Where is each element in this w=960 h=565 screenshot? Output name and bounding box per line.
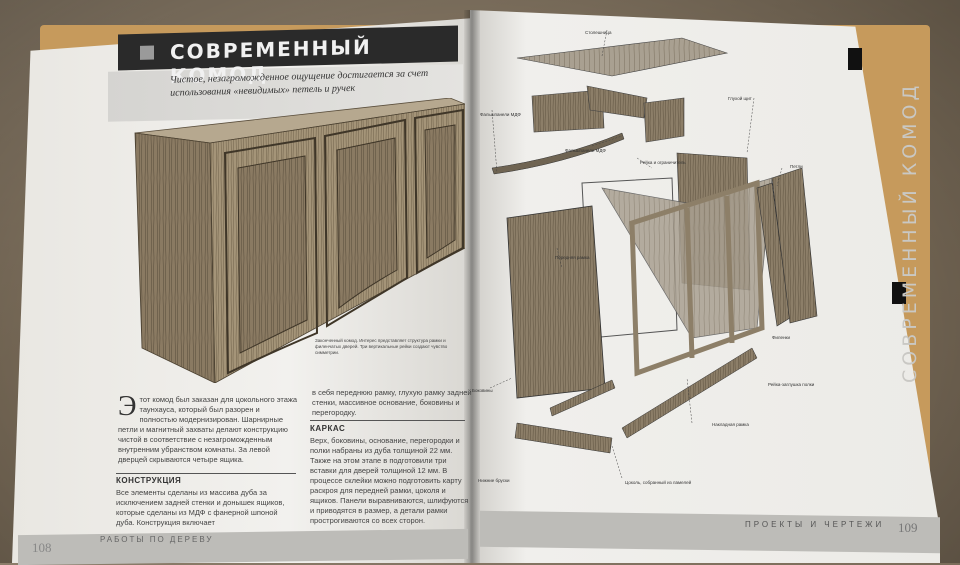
label-top: Столешница — [585, 30, 612, 35]
title-square-icon — [140, 45, 154, 60]
right-footer-band — [480, 510, 940, 554]
label-side-panel: Боковины — [472, 388, 493, 393]
section-divider — [310, 420, 465, 421]
section-heading-frame: КАРКАС — [310, 424, 346, 433]
intro-text: тот комод был заказан для цокольного эта… — [118, 395, 298, 464]
book-gutter — [464, 10, 480, 563]
thumb-tab-mid — [892, 282, 906, 304]
cabinet-illustration — [134, 98, 465, 383]
label-top-rail: Рейка и ограничитель — [640, 160, 686, 165]
frame-text: Верх, боковины, основание, перегородки и… — [310, 436, 469, 525]
label-hinge: Петли — [790, 164, 803, 169]
label-front-panel: Передняя рамка — [555, 255, 590, 260]
label-plinth: Цоколь, собранный из ламелей — [625, 480, 692, 485]
construction-text: Все элементы сделаны из массива дуба за … — [116, 488, 285, 527]
label-bottom: Нижние бруски — [478, 478, 510, 483]
running-head-right: ПРОЕКТЫ И ЧЕРТЕЖИ — [745, 520, 885, 529]
label-back-panel: Глухой щит — [728, 96, 752, 101]
label-back-frame: Накладная рамка — [712, 422, 749, 427]
exploded-diagram — [489, 29, 818, 479]
page-number-right: 109 — [898, 520, 918, 535]
vertical-page-title: СОВРЕМЕННЫЙ КОМОД — [899, 81, 921, 383]
section-heading-construction: КОНСТРУКЦИЯ — [116, 476, 182, 485]
running-head-left: РАБОТЫ ПО ДЕРЕВУ — [100, 535, 214, 544]
label-drawer-front-2: Фальшпанели МДФ — [565, 148, 606, 153]
label-drawer-front: Фальшпанели МДФ — [480, 112, 521, 117]
drop-cap: Э — [118, 391, 137, 422]
title-bar: СОВРЕМЕННЫЙ КОМОД — [118, 25, 458, 88]
illustration-caption: Законченный комод. Интерес представляет … — [315, 338, 448, 355]
section-divider — [116, 473, 296, 474]
intro-paragraph: Э тот комод был заказан для цокольного э… — [118, 391, 298, 465]
thumb-tab-top — [848, 48, 862, 70]
column2-text: в себя переднюю рамку, глухую рамку задн… — [312, 388, 472, 417]
label-divider: Филенки — [772, 335, 791, 340]
page-number-left: 108 — [32, 540, 52, 555]
label-runner: Рейка-заглушка полки — [768, 382, 815, 387]
left-footer-band — [18, 528, 468, 565]
